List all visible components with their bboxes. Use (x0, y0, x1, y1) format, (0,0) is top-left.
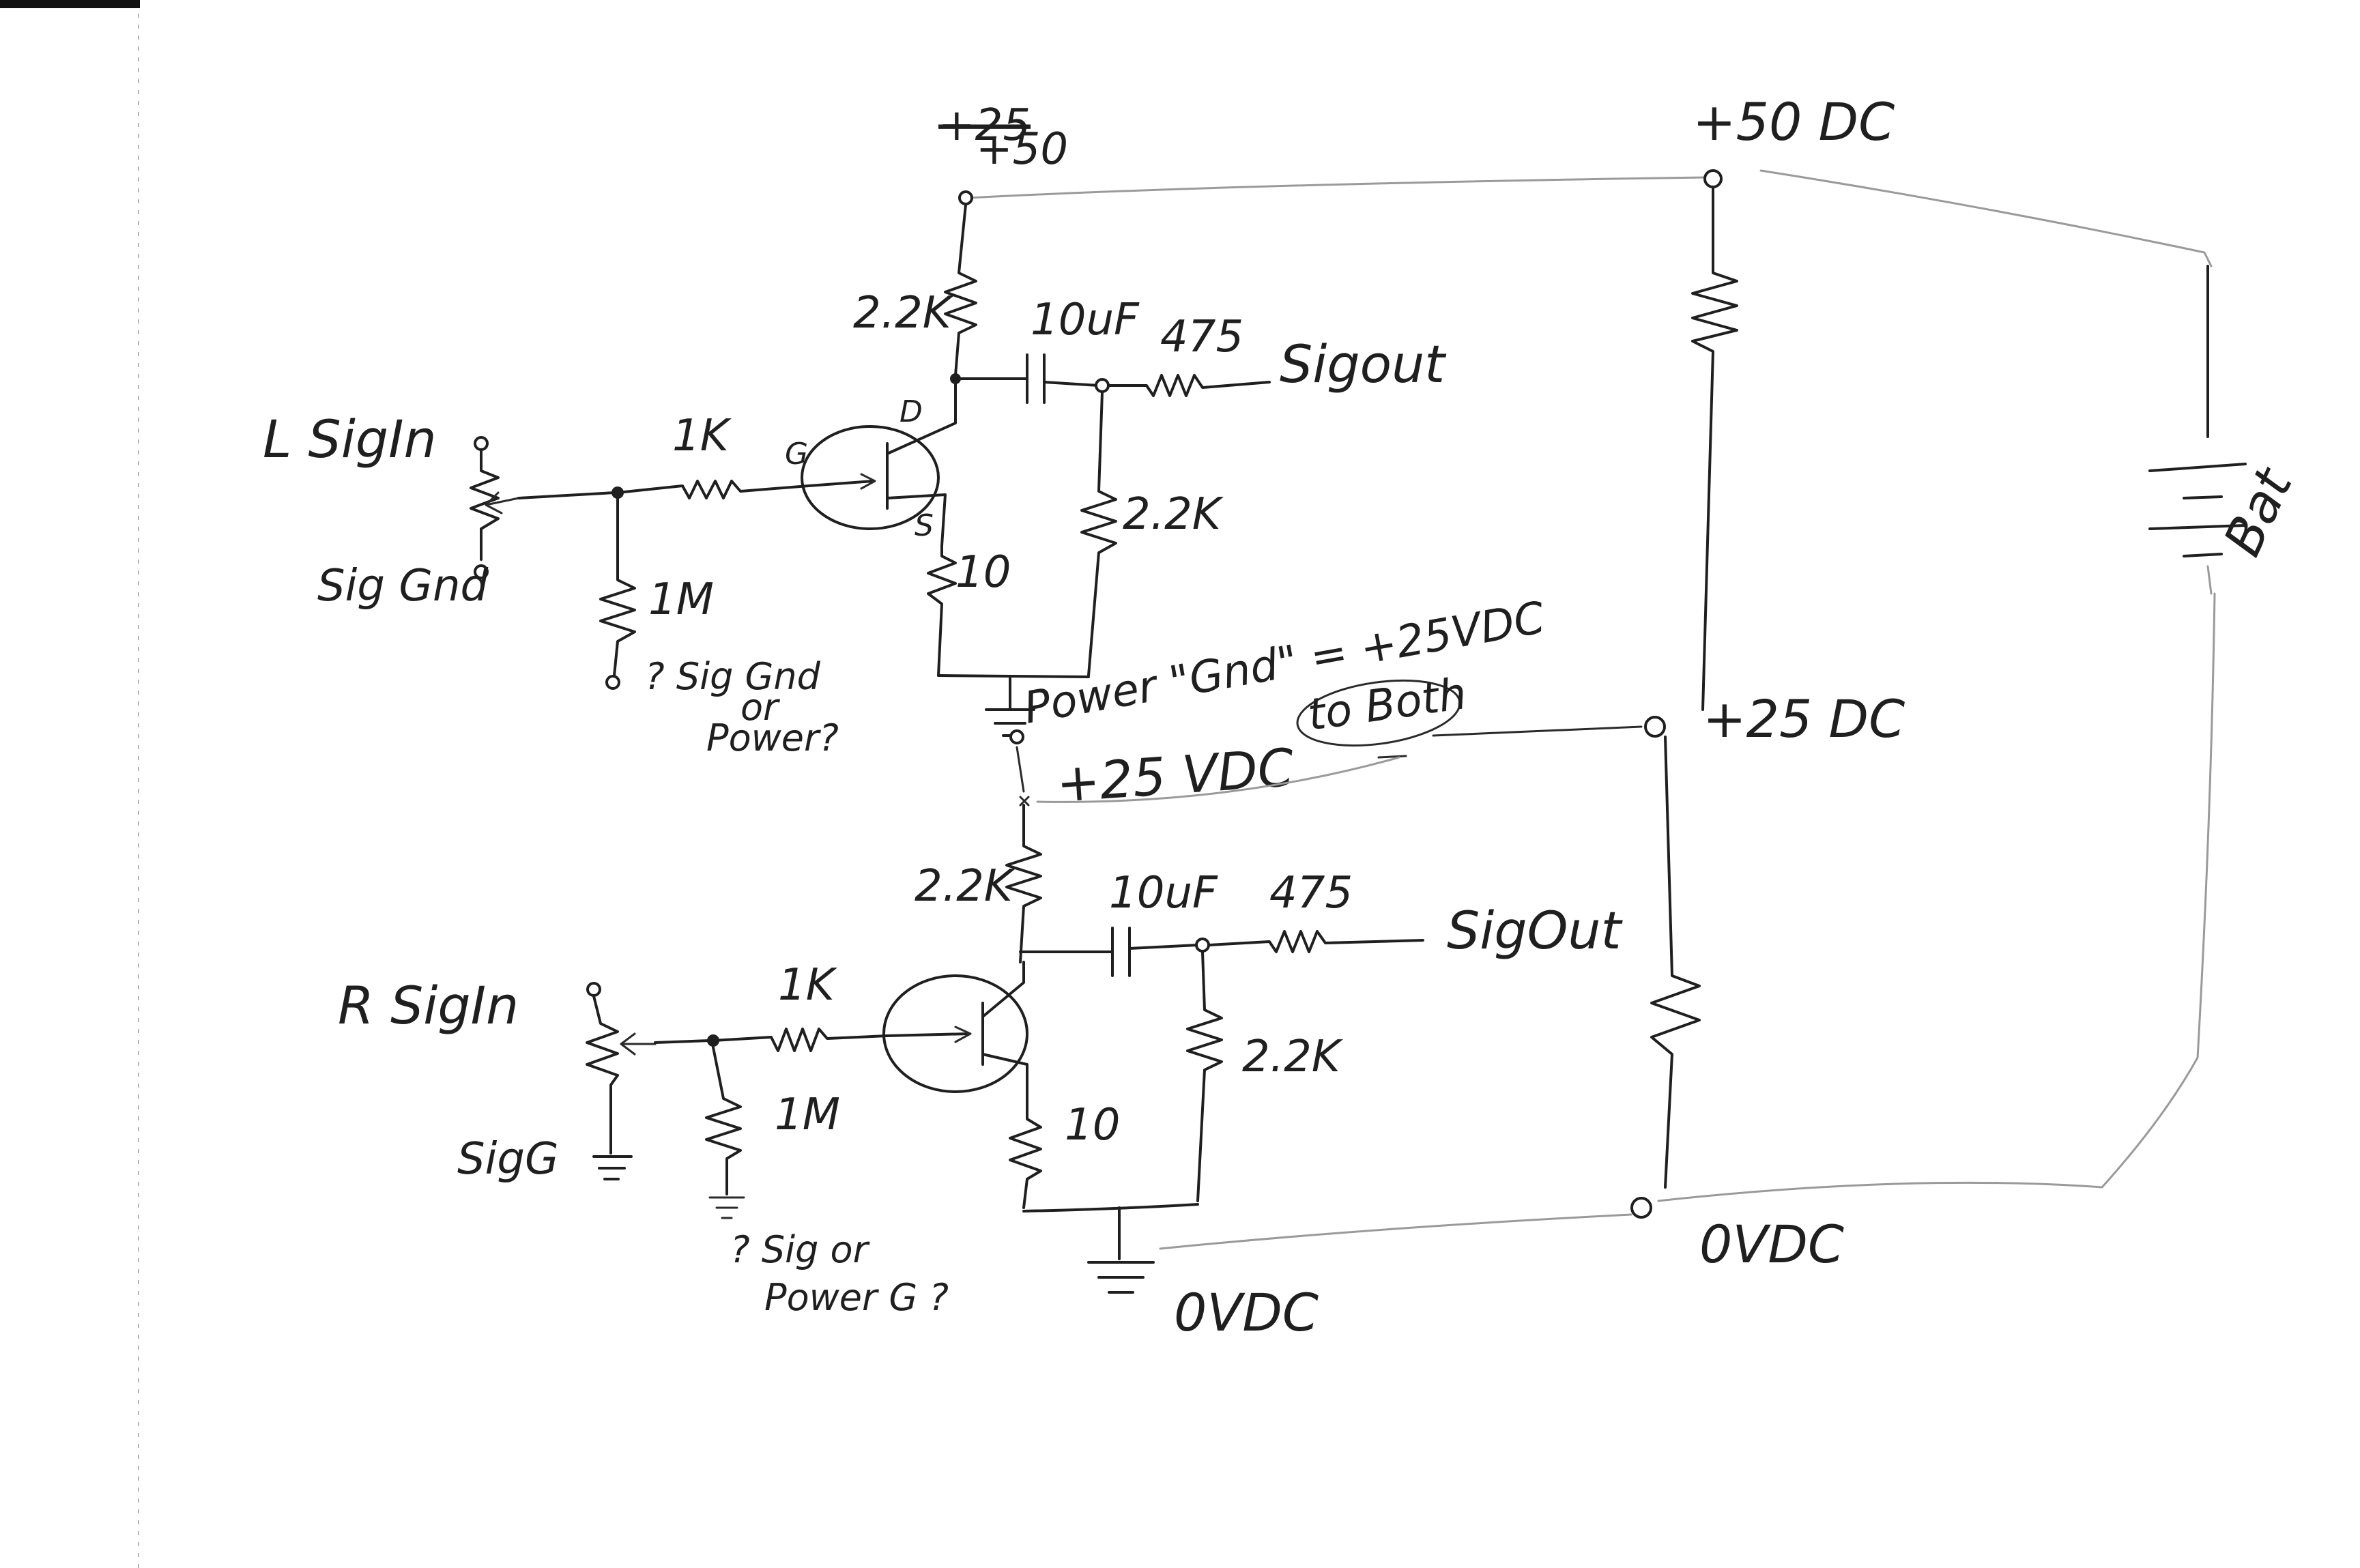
l-source-resistor (927, 545, 957, 677)
l-sig-gnd-node (474, 564, 489, 579)
l-drain-resistor (944, 203, 977, 377)
l-jfet-gate-label: G (785, 437, 808, 471)
l-output-label: Sigout (1280, 334, 1447, 394)
r-input-label: R SigIn (338, 975, 519, 1036)
r-pulldown-question-2: Power G ? (764, 1276, 949, 1319)
l-pulldown-node (605, 675, 620, 690)
l-output-node (1095, 378, 1110, 393)
l-volume-pot (470, 449, 500, 561)
l-pulldown-resistor (599, 497, 636, 677)
zero-vdc-label-right: 0VDC (1699, 1214, 1844, 1275)
zero-node (1630, 1197, 1652, 1219)
l-series-resistor-label: 475 (1160, 312, 1243, 362)
r-series-resistor (1208, 930, 1424, 953)
power-divider: +50 DC +25 DC 0VDC Bat (968, 91, 2305, 1275)
plus25-node (1644, 716, 1666, 738)
r-output-load-label: 2.2K (1242, 1032, 1344, 1082)
l-drain-resistor-label: 2.2K (853, 288, 955, 338)
r-pulldown-resistor (705, 1046, 742, 1195)
r-pulldown-resistor-label: 1M (775, 1090, 840, 1140)
r-gate-resistor (712, 1028, 889, 1052)
l-drain-supply-label: +50 (976, 124, 1068, 175)
l-drain-supply-struck: +25 (938, 100, 1031, 151)
l-power-ground-node (1009, 729, 1024, 744)
r-coupling-cap-label: 10uF (1109, 868, 1218, 918)
r-jfet-envelope (882, 974, 1028, 1093)
r-power-ground-symbol (1087, 1206, 1155, 1294)
r-source-resistor-label: 10 (1065, 1100, 1120, 1150)
r-sig-gnd-label: SigG (457, 1134, 559, 1185)
l-input-label: L SigIn (263, 409, 437, 469)
r-drain-resistor-label: 2.2K (915, 861, 1016, 912)
r-input-node (586, 982, 601, 997)
l-power-gnd-note: Power "Gnd" = +25VDC (1020, 593, 1549, 734)
r-gate-resistor-label: 1K (778, 960, 838, 1011)
battery-symbol (2148, 265, 2247, 595)
r-ground-label: 0VDC (1174, 1282, 1319, 1343)
l-source-resistor-label: 10 (955, 547, 1011, 598)
l-gate-resistor-label: 1K (672, 411, 732, 461)
to-both-circle (1296, 679, 1461, 747)
divider-resistor-top (1691, 186, 1738, 711)
l-jfet-drain-label: D (900, 394, 923, 429)
right-channel: +25 VDC 2.2K 10uF 475 SigOut 2.2K R SigI… (338, 737, 1624, 1343)
r-volume-pot (586, 995, 619, 1127)
l-jfet-envelope (801, 425, 940, 530)
r-drain-resistor (1005, 804, 1042, 963)
left-channel: L SigIn Sig Gnd 1K 1M ? Sig Gnd or Power… (263, 100, 1549, 759)
plus25-dc-label: +25 DC (1703, 688, 1905, 749)
l-input-node (474, 436, 489, 451)
plus50-node (1703, 169, 1723, 188)
l-series-resistor (1108, 374, 1271, 397)
l-output-load-label: 2.2K (1123, 489, 1224, 540)
r-sig-gnd-symbol (592, 1124, 633, 1180)
scan-artifacts (0, 0, 140, 1568)
l-sig-gnd-label: Sig Gnd (317, 561, 489, 611)
battery-label: Bat (2212, 458, 2305, 565)
r-series-resistor-label: 475 (1269, 868, 1353, 918)
r-output-load-resistor (1186, 950, 1223, 1202)
l-coupling-cap-label: 10uF (1031, 295, 1140, 345)
plus50-dc-label: +50 DC (1693, 91, 1895, 152)
l-gate-resistor (616, 480, 810, 499)
l-pulldown-question-3: Power? (706, 716, 839, 759)
r-source-resistor (1009, 1097, 1042, 1209)
l-pulldown-question-2: or (740, 686, 780, 729)
l-power-ground-symbol (985, 676, 1035, 737)
l-plus50-node (958, 190, 973, 205)
l-jfet-source-label: S (915, 508, 934, 543)
l-pulldown-resistor-label: 1M (648, 575, 714, 625)
l-output-load-resistor (1080, 391, 1117, 677)
r-output-label: SigOut (1447, 900, 1624, 961)
l-pulldown-question-1: ? Sig Gnd (645, 655, 821, 698)
divider-resistor-bottom (1650, 736, 1701, 1189)
r-pulldown-question-1: ? Sig or (730, 1228, 870, 1271)
r-output-node (1195, 938, 1210, 953)
